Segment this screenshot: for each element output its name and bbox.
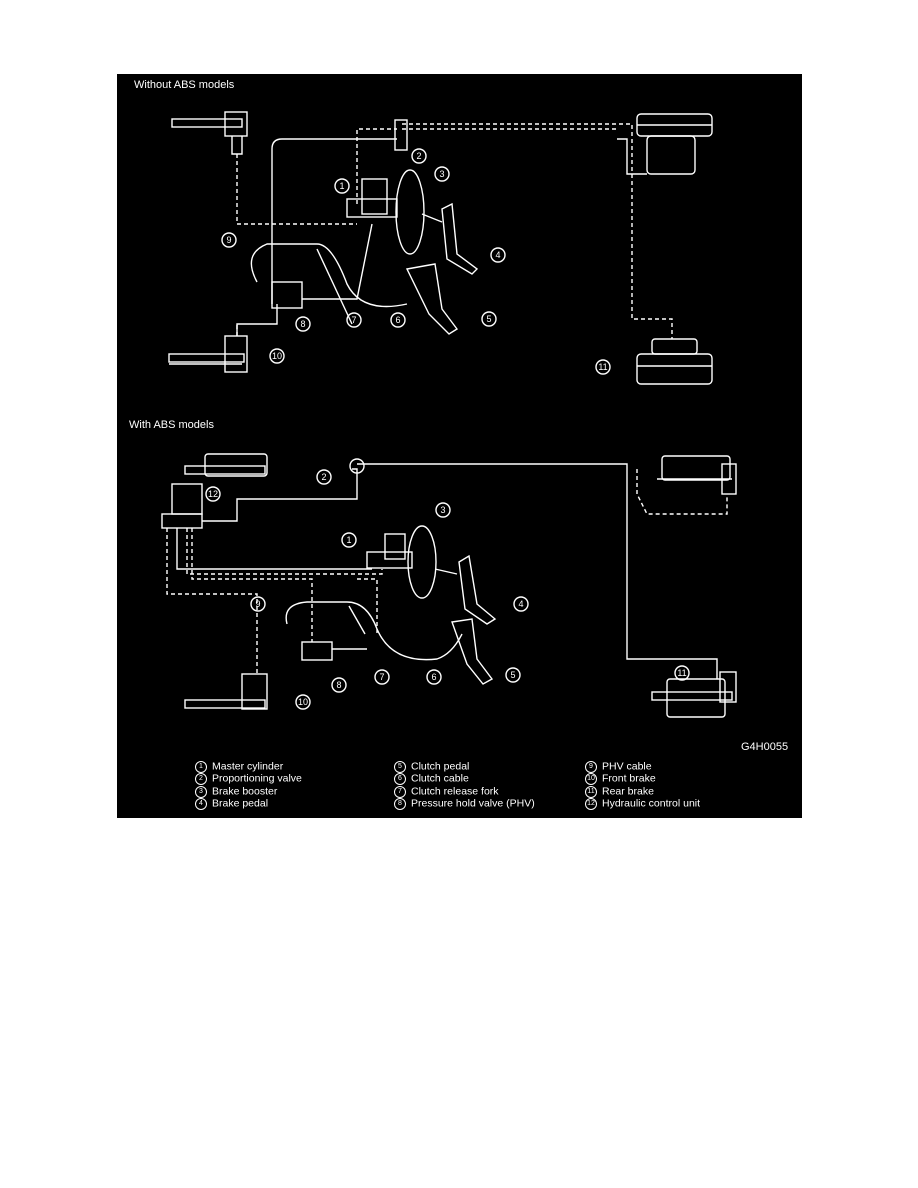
callout-top-5: 5 [486,314,491,324]
callout-bottom-3: 3 [440,505,445,515]
callouts-top: 2 1 3 4 5 6 7 8 9 10 11 [221,148,611,375]
callout-top-2: 2 [416,151,421,161]
legend-number: 4 [195,797,207,810]
diagram-panel: 2 1 3 4 5 6 7 8 9 10 11 [117,74,802,818]
callout-bottom-5: 5 [510,670,515,680]
brake-pedal-top [441,202,479,275]
legend-item: 1 Master cylinder [195,761,302,773]
legend-number: 10 [585,773,597,786]
callout-top-11: 11 [598,362,607,372]
abs-phv [301,641,333,661]
abs-rear-brake-top-right [657,455,737,495]
legend-number: 6 [394,773,406,786]
callout-top-10: 10 [272,351,282,361]
proportioning-valve-top [394,119,408,151]
legend-column-3: 9 PHV cable 10 Front brake 11 Rear brake 12… [585,761,700,810]
section-title-top: Without ABS models [134,79,235,91]
hydraulic-control-unit [161,483,203,529]
front-brake-bottom-left [168,335,248,373]
callout-top-9: 9 [226,235,231,245]
callout-bottom-11: 11 [677,668,686,678]
legend-label: PHV cable [602,760,652,773]
callout-bottom-8: 8 [336,680,341,690]
legend-item: 10 Front brake [585,772,700,786]
rear-brake-bottom-right [636,338,713,385]
legend-label: Brake pedal [212,797,269,810]
callout-bottom-12: 12 [208,489,218,499]
legend-label: Clutch cable [411,772,469,785]
callouts-bottom: 2 12 3 1 4 9 11 5 6 7 8 10 [205,469,690,710]
callout-bottom-1: 1 [346,535,351,545]
legend-item: 8 Pressure hold valve (PHV) [394,797,535,810]
master-cylinder-booster-top [346,169,443,255]
legend-label: Pressure hold valve (PHV) [411,797,535,810]
legend-item: 6 Clutch cable [394,772,535,786]
abs-brake-pedal [458,554,497,625]
legend-item: 3 Brake booster [195,784,302,798]
legend-label: Hydraulic control unit [602,797,701,810]
section-title-bottom: With ABS models [129,419,214,431]
abs-front-brake-top-left [184,453,268,477]
callout-top-3: 3 [439,169,444,179]
legend-number: 7 [394,785,406,798]
legend-label: Brake booster [212,784,278,797]
legend-item: 5 Clutch pedal [394,761,535,773]
legend-number: 11 [585,785,597,798]
legend-label: Front brake [602,772,656,785]
callout-top-6: 6 [395,315,400,325]
figure-code: G4H0055 [741,741,789,753]
bottom-diagram: 2 12 3 1 4 9 11 5 6 7 8 10 [161,453,737,718]
legend-number: 1 [195,761,207,773]
callout-bottom-2: 2 [321,472,326,482]
legend-number: 5 [394,761,406,773]
abs-proportioning-valve [349,458,365,474]
legend-number: 2 [195,773,207,786]
brake-system-diagram: 2 1 3 4 5 6 7 8 9 10 11 [161,111,737,718]
legend-number: 8 [394,797,406,810]
callout-bottom-6: 6 [431,672,436,682]
abs-rear-brake-bottom-right [651,671,737,718]
abs-clutch-pedal [451,618,494,685]
abs-front-brake-bottom-left [184,673,268,710]
legend-item: 4 Brake pedal [195,797,302,810]
clutch-pedal-top [405,263,459,335]
callout-bottom-9: 9 [255,599,260,609]
callout-top-1: 1 [339,181,344,191]
rear-brake-top-right [636,113,713,175]
callout-top-8: 8 [300,319,305,329]
legend-item: 11 Rear brake [585,784,700,798]
legend-item: 9 PHV cable [585,761,700,773]
legend-item: 2 Proportioning valve [195,772,302,786]
legend-label: Master cylinder [212,760,284,773]
legend-column-2: 5 Clutch pedal 6 Clutch cable 7 Clutch rele… [394,761,535,810]
legend-number: 3 [195,785,207,798]
legend-label: Clutch pedal [411,760,470,773]
callout-top-4: 4 [495,250,500,260]
legend-item: 12 Hydraulic control unit [585,797,701,810]
legend-label: Proportioning valve [212,772,302,785]
legend-number: 12 [585,797,597,810]
abs-master-cylinder-booster [366,525,458,599]
callout-bottom-4: 4 [518,599,523,609]
callout-bottom-7: 7 [379,672,384,682]
legend-number: 9 [585,761,597,773]
front-brake-top-left [171,111,248,155]
top-diagram: 2 1 3 4 5 6 7 8 9 10 11 [168,111,713,385]
legend-item: 7 Clutch release fork [394,784,535,798]
callout-bottom-10: 10 [298,697,308,707]
legend-label: Clutch release fork [411,784,499,797]
legend-label: Rear brake [602,784,654,797]
callout-top-7: 7 [351,315,356,325]
